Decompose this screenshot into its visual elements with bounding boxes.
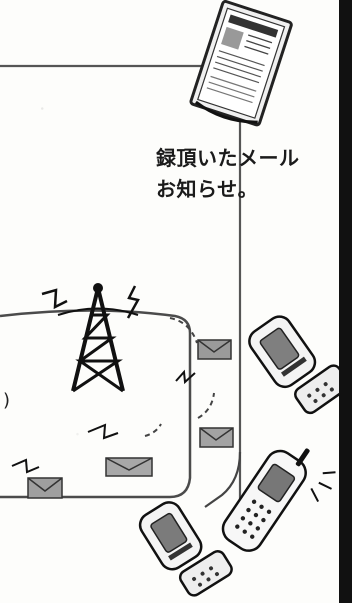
body-text-line-2: お知らせ。 xyxy=(156,177,259,201)
flip-phone-icon-bottom xyxy=(138,501,233,597)
lightning-mark-3 xyxy=(11,458,40,474)
body-text-line-1: 録頂いたメール xyxy=(156,146,300,170)
signal-arc-2 xyxy=(197,392,215,419)
right-border-bar xyxy=(339,0,352,603)
closing-parenthesis: ) xyxy=(3,390,11,411)
curve-connector xyxy=(204,451,242,508)
signal-arc-1 xyxy=(169,317,198,344)
broadcast-tower-icon xyxy=(41,283,140,393)
envelope-icon-3 xyxy=(27,477,63,499)
envelope-icon-4 xyxy=(105,457,153,477)
outer-network-line xyxy=(0,64,242,520)
newspaper-icon xyxy=(189,0,293,127)
envelope-icon-1 xyxy=(197,339,232,360)
mobile-phone-icon xyxy=(221,448,336,552)
envelope-icon-2 xyxy=(199,427,234,448)
lightning-mark-2 xyxy=(87,423,119,440)
signal-arc-3 xyxy=(144,423,162,437)
lightning-mark-1 xyxy=(175,369,196,385)
flip-phone-icon-top xyxy=(248,315,350,415)
